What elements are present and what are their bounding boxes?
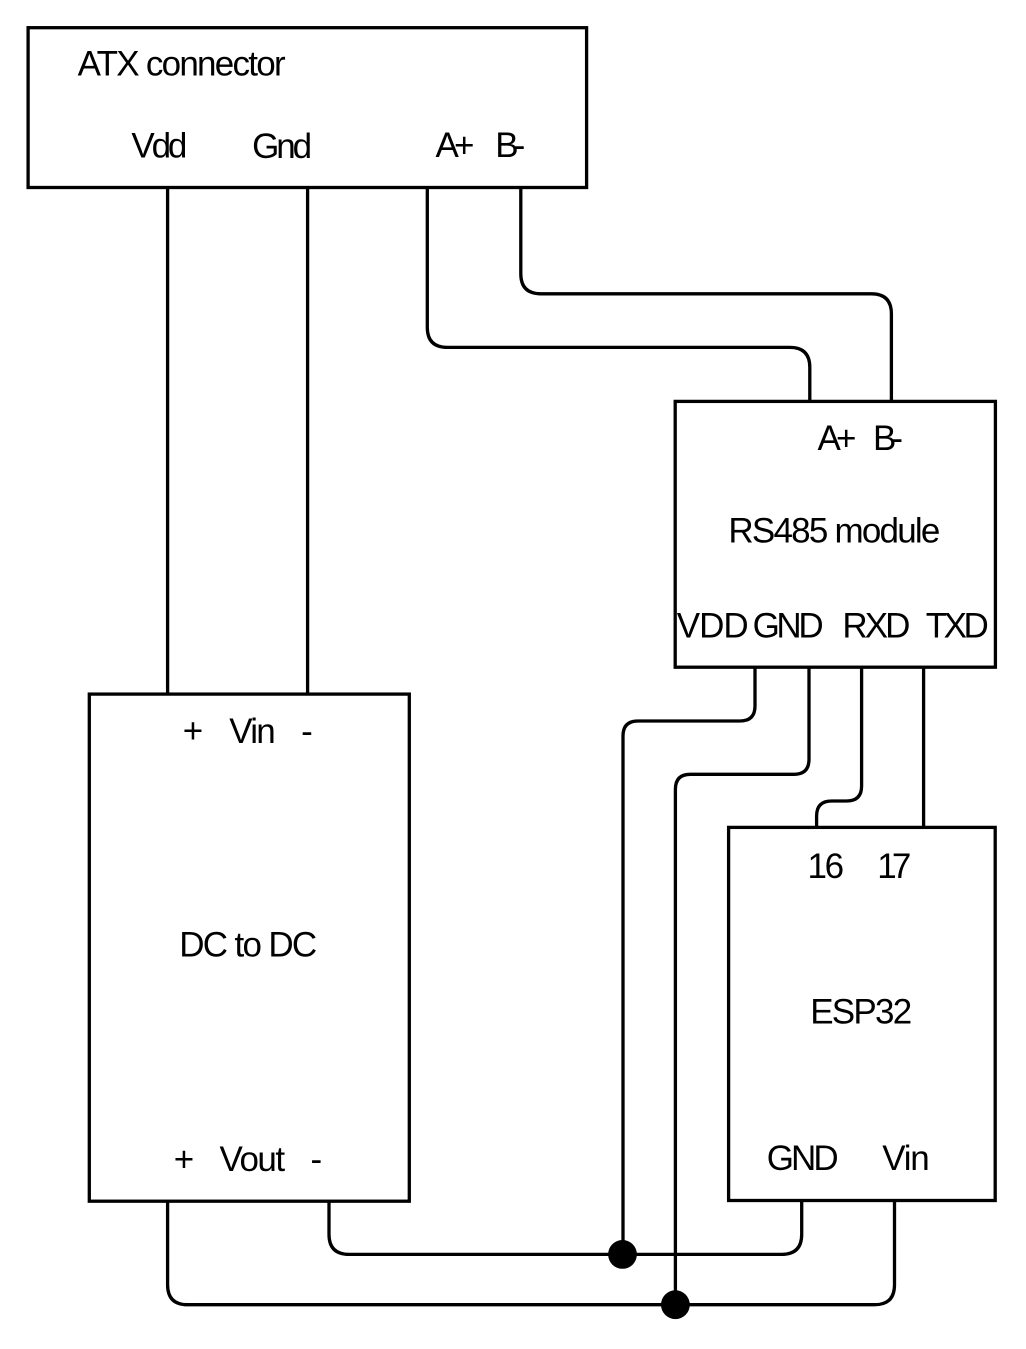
svg-text:+: + — [174, 1140, 194, 1179]
svg-text:16: 16 — [808, 847, 845, 886]
svg-text:TXD: TXD — [926, 607, 989, 646]
svg-text:ESP32: ESP32 — [810, 993, 912, 1032]
svg-text:GND: GND — [767, 1139, 839, 1178]
svg-text:B-: B- — [495, 126, 525, 165]
svg-text:Vin: Vin — [882, 1139, 930, 1178]
svg-text:ATX connector: ATX connector — [78, 45, 286, 84]
svg-text:+: + — [183, 712, 203, 751]
svg-text:A+: A+ — [818, 419, 857, 458]
svg-text:VDD: VDD — [677, 607, 749, 646]
svg-text:-: - — [310, 1140, 322, 1179]
svg-text:17: 17 — [877, 847, 911, 886]
svg-text:A+: A+ — [436, 126, 475, 165]
svg-text:Vout: Vout — [220, 1140, 286, 1179]
svg-text:RXD: RXD — [842, 607, 910, 646]
svg-text:Gnd: Gnd — [252, 127, 312, 166]
svg-text:B-: B- — [873, 419, 903, 458]
svg-text:Vin: Vin — [229, 712, 276, 751]
svg-text:DC to DC: DC to DC — [179, 926, 317, 965]
svg-text:Vdd: Vdd — [131, 126, 187, 165]
svg-text:-: - — [301, 712, 313, 751]
svg-text:RS485 module: RS485 module — [728, 511, 940, 550]
svg-text:GND: GND — [753, 607, 824, 646]
